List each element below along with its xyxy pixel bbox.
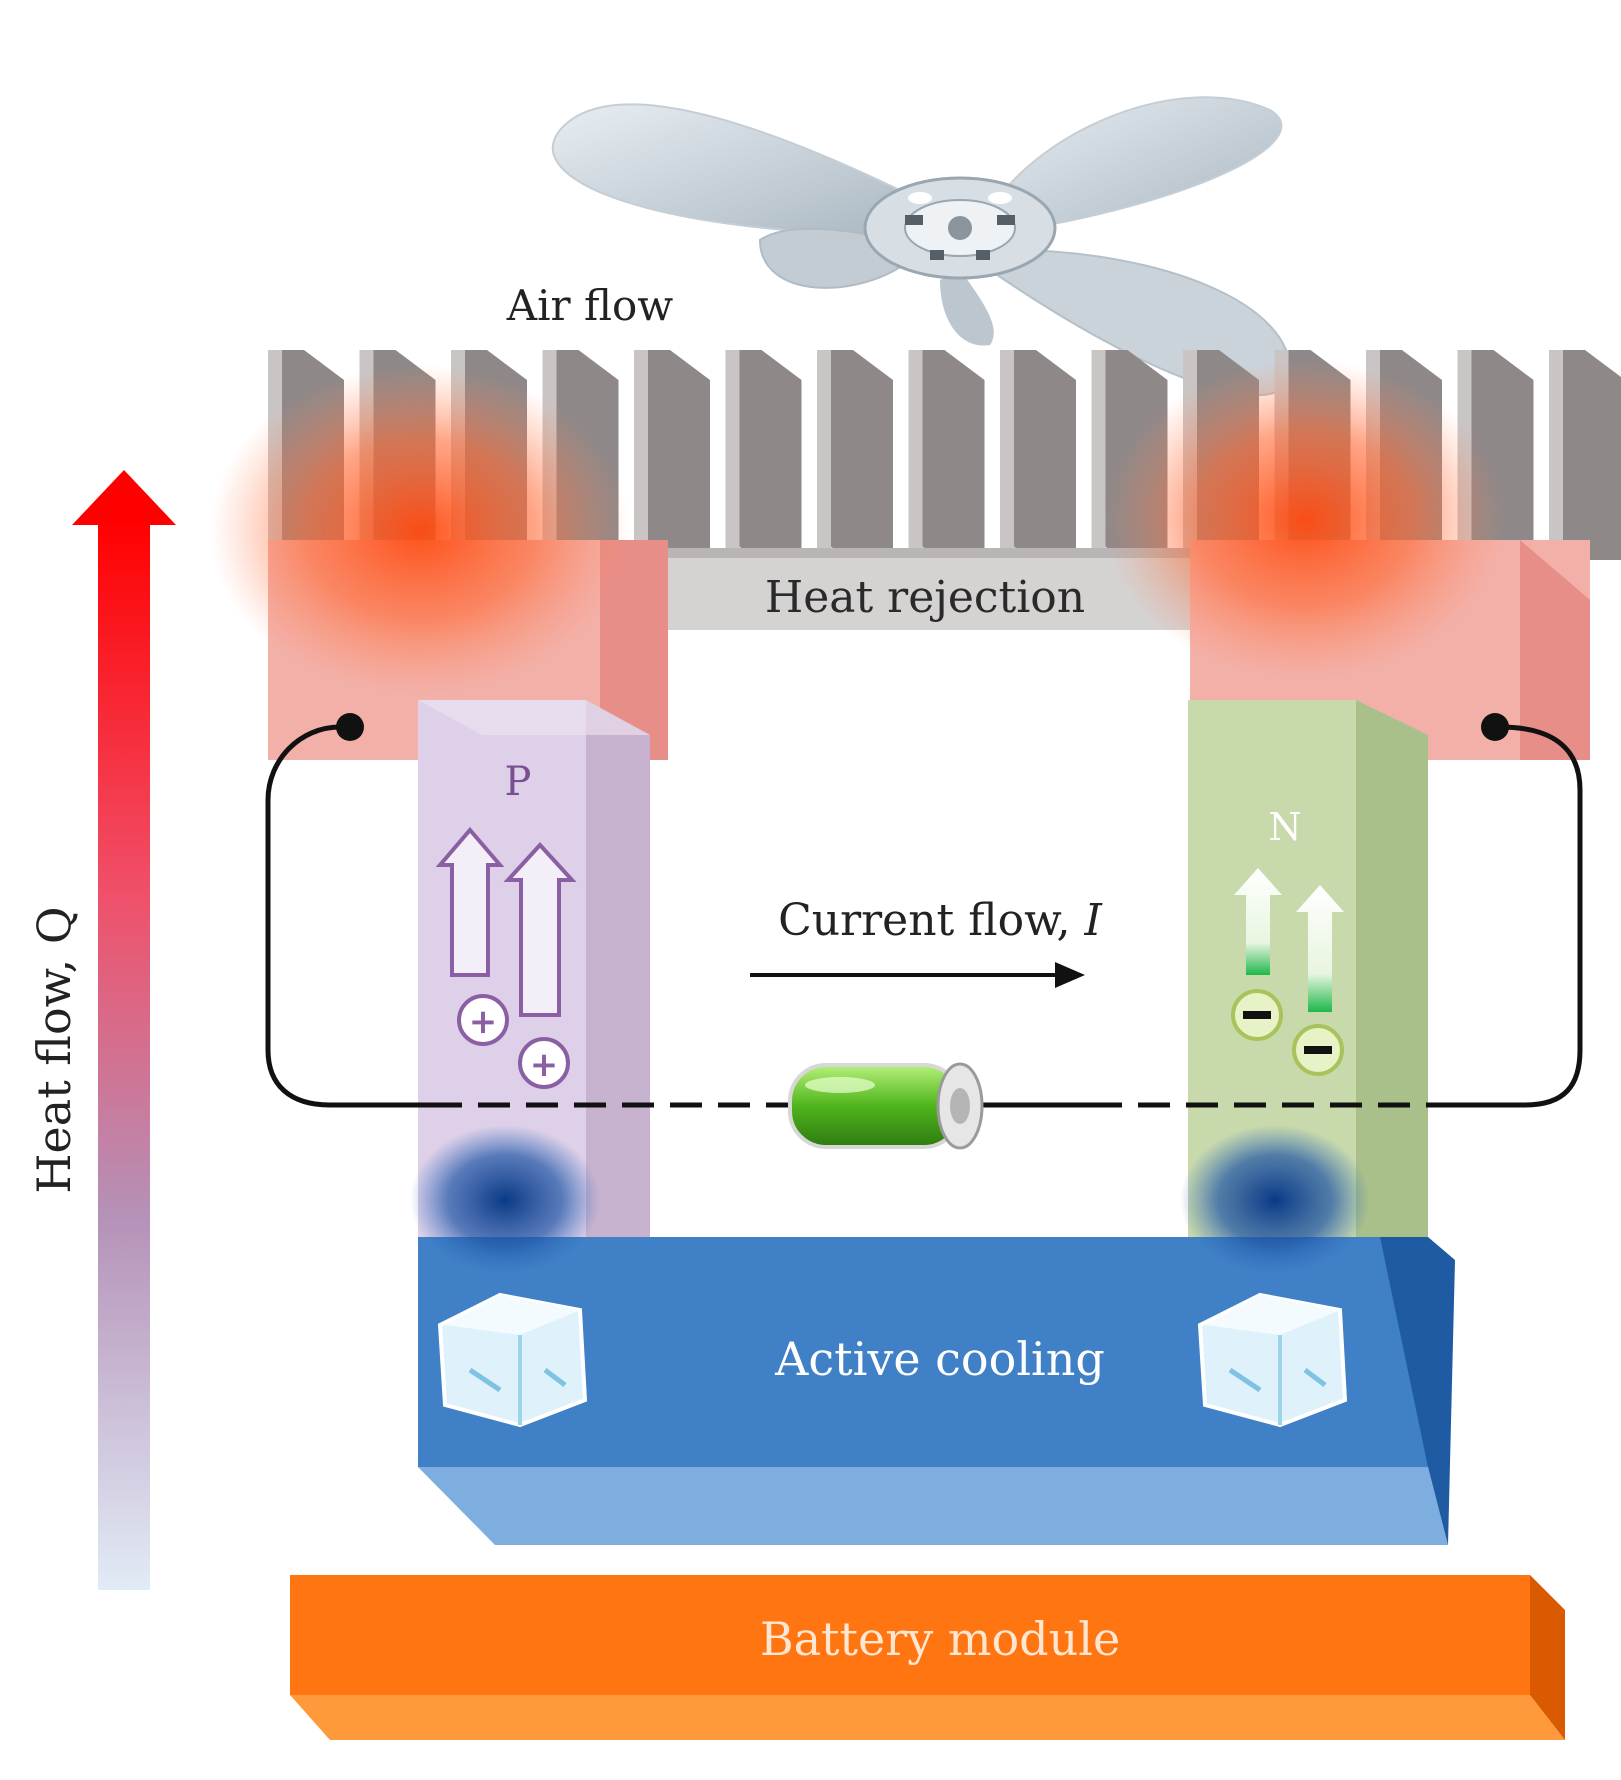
heat-sink-fin-face <box>1549 350 1563 550</box>
heat-sink-fin <box>1000 350 1076 560</box>
terminal-right <box>1481 713 1509 741</box>
battery-cell-icon <box>788 1062 984 1150</box>
heat-sink-fin-face <box>908 350 923 550</box>
active-cooling-label: Active cooling <box>774 1332 1105 1386</box>
battery-module-label: Battery module <box>760 1612 1120 1666</box>
svg-text:+: + <box>530 1045 559 1085</box>
heat-sink-fin-face <box>634 350 648 550</box>
cold-spot-left <box>410 1125 600 1275</box>
battery-module <box>290 1575 1565 1740</box>
up-arrow-icon <box>435 826 505 977</box>
air-flow-label: Air flow <box>506 281 673 330</box>
heat-sink-fin <box>634 350 710 560</box>
heat-sink-fin-face <box>817 350 831 550</box>
up-arrow-icon <box>1234 868 1282 975</box>
hot-spot-left <box>210 365 630 695</box>
heat-sink-fin <box>1549 350 1621 560</box>
current-flow-label: Current flow, I <box>778 895 1103 946</box>
heat-flow-arrow <box>72 470 176 1590</box>
ice-cube-icon <box>1197 1292 1348 1428</box>
heat-sink-fin-face <box>1091 350 1106 550</box>
heat-sink-fin <box>908 350 985 560</box>
heat-sink-fin-face <box>1000 350 1014 550</box>
positive-charge-icon: + <box>518 1037 570 1089</box>
heat-sink-fin <box>725 350 802 560</box>
negative-charge-icon <box>1231 989 1283 1041</box>
heat-rejection-label: Heat rejection <box>765 572 1085 623</box>
svg-text:+: + <box>469 1002 498 1042</box>
negative-charge-icon <box>1292 1024 1344 1076</box>
up-arrow-icon <box>503 842 577 1017</box>
p-type-label: P <box>505 759 532 805</box>
heat-flow-label: Heat flow, Q <box>27 906 81 1193</box>
cold-spot-right <box>1180 1125 1370 1275</box>
heat-sink-fin <box>817 350 893 560</box>
hot-spot-right <box>1105 360 1505 680</box>
ice-cube-icon <box>437 1292 588 1428</box>
p-carrier-arrows: + + <box>435 826 577 1089</box>
circuit-wire <box>265 724 1583 1108</box>
n-carrier-arrows <box>1231 868 1344 1076</box>
n-type-label: N <box>1268 805 1301 849</box>
positive-charge-icon: + <box>457 994 509 1046</box>
terminal-left <box>336 713 364 741</box>
active-cooling-plate <box>418 1237 1455 1545</box>
up-arrow-icon <box>1296 885 1344 1012</box>
current-flow-arrow <box>750 962 1085 988</box>
heat-sink-fin-face <box>725 350 740 550</box>
